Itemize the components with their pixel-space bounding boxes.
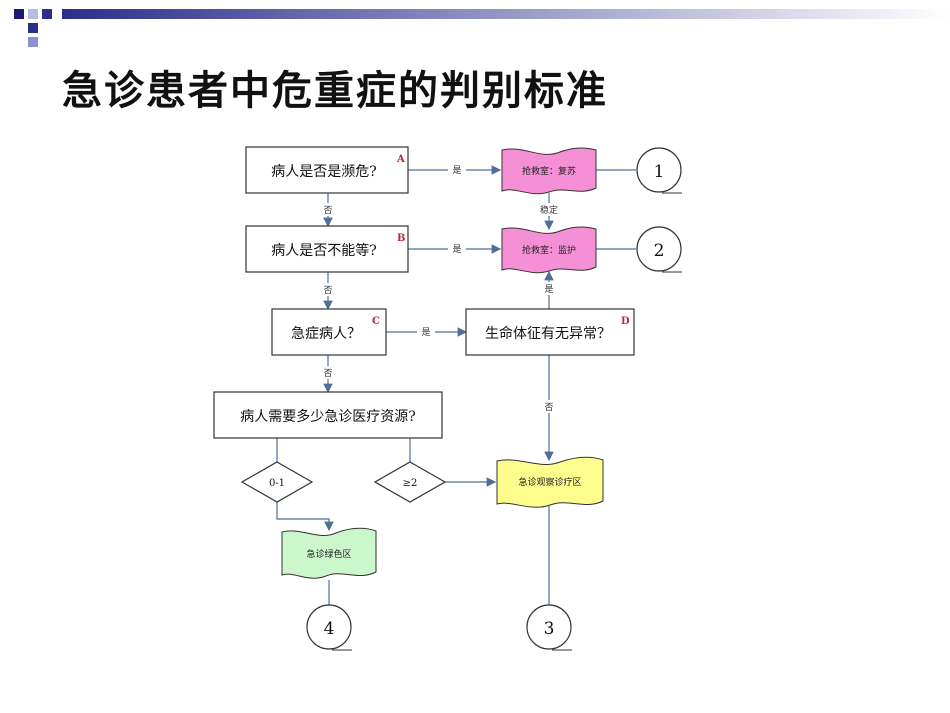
box-a-text: 病人是否是濒危? (271, 164, 377, 180)
box-b: 病人是否不能等? B (245, 225, 409, 273)
diamond-high: ≥2 (373, 461, 447, 503)
doc-green-text: 急诊绿色区 (306, 548, 351, 560)
diamond-low: 0-1 (240, 461, 314, 503)
label-a-no: 否 (323, 205, 332, 216)
circle-2-text: 2 (654, 241, 665, 261)
doc-rescue-monitor-text: 抢救室：监护 (522, 244, 576, 256)
box-d: 生命体征有无异常？ D (465, 308, 635, 356)
label-stable: 稳定 (540, 204, 558, 216)
label-c-no: 否 (323, 368, 332, 379)
doc-green: 急诊绿色区 (281, 527, 377, 579)
circle-4: 4 (306, 604, 352, 651)
box-resources: 病人需要多少急诊医疗资源? (213, 391, 443, 439)
edge-low-green (276, 502, 334, 532)
circle-1: 1 (636, 147, 682, 194)
label-b-yes: 是 (452, 244, 461, 255)
box-b-marker: B (397, 233, 405, 244)
box-c: 急症病人？ C (271, 308, 387, 356)
doc-rescue-recovery: 抢救室：复苏 (501, 147, 597, 195)
box-a: 病人是否是濒危? A (245, 146, 409, 194)
box-a-marker: A (396, 154, 405, 165)
label-d-no: 否 (544, 402, 553, 413)
diamond-low-text: 0-1 (269, 478, 285, 489)
box-d-text: 生命体征有无异常？ (485, 325, 611, 342)
doc-rescue-recovery-text: 抢救室：复苏 (522, 165, 576, 177)
label-c-yes: 是 (421, 327, 430, 338)
box-b-text: 病人是否不能等? (271, 242, 377, 259)
diamond-high-text: ≥2 (403, 478, 418, 489)
box-c-text: 急症病人？ (291, 326, 361, 342)
box-resources-text: 病人需要多少急诊医疗资源? (240, 408, 416, 425)
label-a-yes: 是 (452, 165, 461, 176)
circle-1-text: 1 (654, 162, 665, 182)
circle-3: 3 (526, 604, 572, 651)
circle-3-text: 3 (544, 619, 555, 639)
box-c-marker: C (372, 316, 380, 327)
doc-rescue-monitor: 抢救室：监护 (501, 226, 597, 274)
doc-observation: 急诊观察诊疗区 (496, 456, 604, 508)
label-d-yes: 是 (544, 284, 553, 295)
label-b-no: 否 (323, 285, 332, 296)
doc-observation-text: 急诊观察诊疗区 (518, 476, 581, 488)
circle-4-text: 4 (324, 619, 335, 639)
header-decoration (14, 5, 950, 47)
circle-2: 2 (636, 226, 682, 273)
box-d-marker: D (621, 316, 630, 327)
slide-title: 急诊患者中危重症的判别标准 (62, 68, 608, 114)
